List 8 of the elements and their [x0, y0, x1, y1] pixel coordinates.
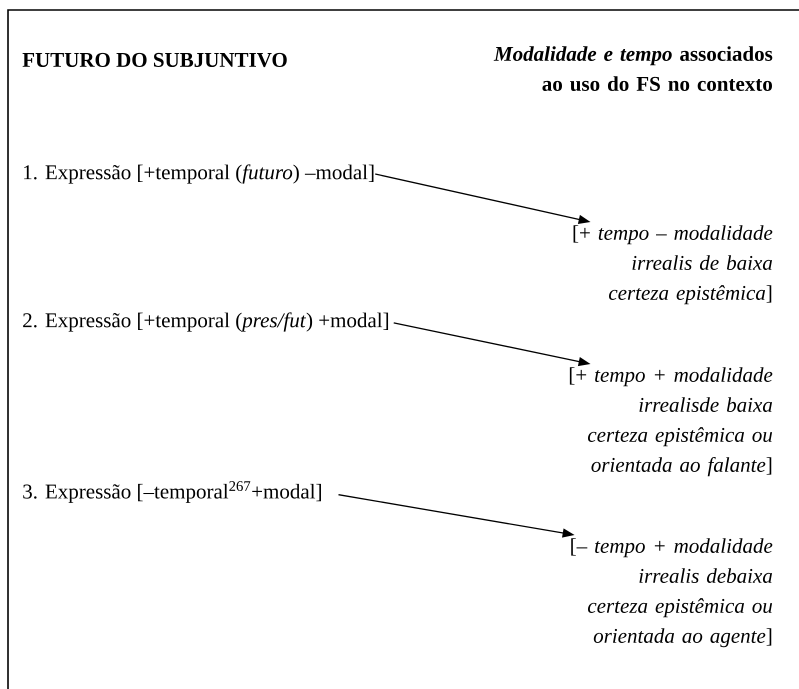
- expression-text: 1. Expressão [+temporal (futuro) –modal]: [24, 164, 374, 184]
- column-heading: Modalidade e tempo associados ao uso do FS no contexto: [494, 46, 772, 92]
- title: FUTURO DO SUBJUNTIVO: [22, 52, 287, 68]
- interpretation-text: [– tempo + modalidade irrealis debaixa certeza epistêmica ou orientada ao agente]: [571, 538, 772, 648]
- interpretation-text: [+ tempo – modalidade irrealis de baixa certeza epistêmica]: [574, 225, 772, 304]
- expression-text: 2. Expressão [+temporal (pres/fut) +modal]: [23, 312, 388, 332]
- interpretation-text: [+ tempo + modalidade irrealisde baixa certeza epistêmica ou orientada ao falante]: [570, 367, 772, 476]
- expression-text: 3. Expressão [–temporal$^{267}$+modal]: [23, 481, 321, 503]
